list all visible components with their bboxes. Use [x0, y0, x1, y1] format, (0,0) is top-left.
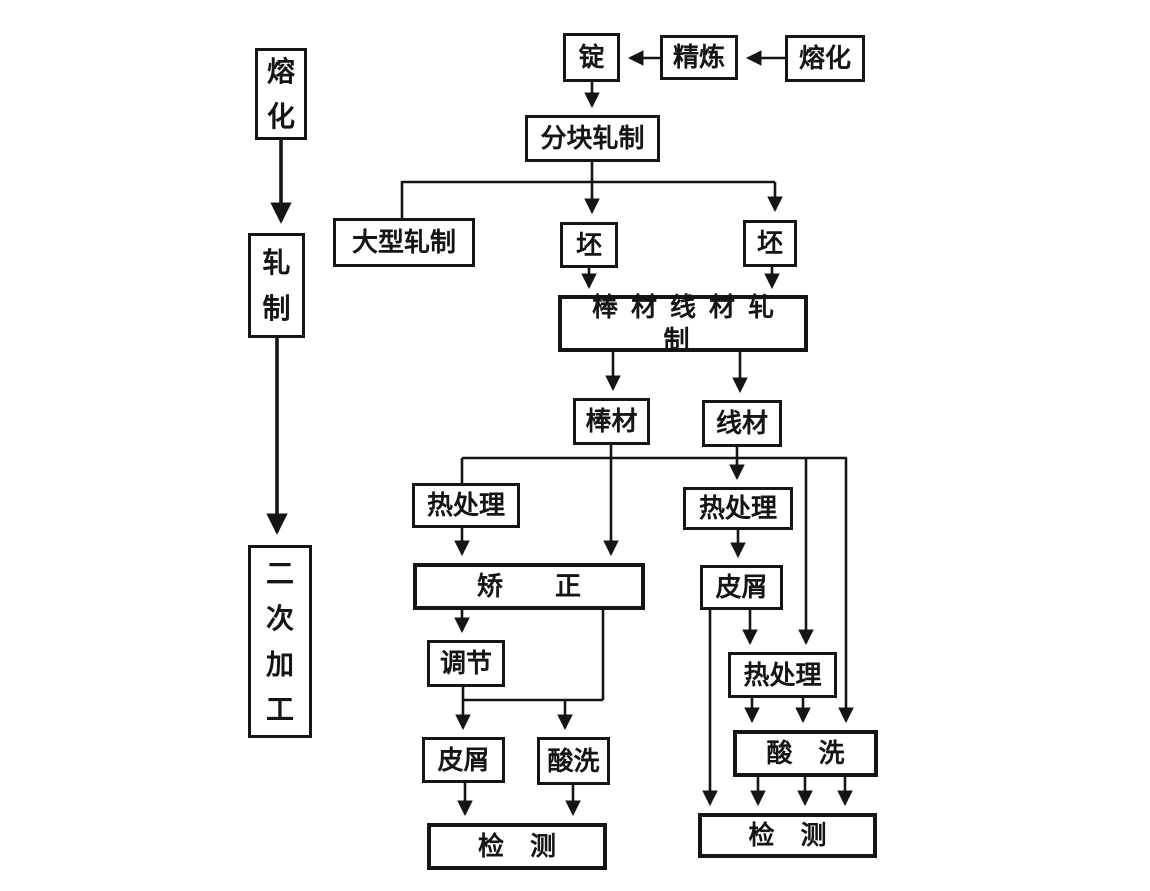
node-straightening: 矫 正	[413, 563, 645, 610]
node-heat-treatment-wire-2: 热处理	[728, 652, 837, 698]
node-bar: 棒材	[573, 398, 650, 445]
node-wire: 线材	[702, 400, 782, 447]
node-scalping-wire: 皮屑	[700, 565, 783, 610]
node-secondary-processing: 二 次 加 工	[248, 545, 312, 738]
node-pickling-bar: 酸洗	[537, 737, 610, 785]
node-large-section-rolling: 大型轧制	[333, 218, 475, 267]
node-adjusting: 调节	[427, 640, 505, 687]
node-inspection-bar: 检 测	[427, 823, 607, 870]
node-scalping-bar: 皮屑	[422, 737, 505, 783]
node-bar-wire-rolling: 棒材线材轧制	[558, 292, 808, 355]
node-melting: 熔化	[785, 35, 865, 82]
node-ingot: 锭	[563, 33, 620, 82]
node-refining: 精炼	[660, 35, 738, 80]
node-roll-side: 轧 制	[248, 233, 305, 338]
node-billet-right: 坯	[743, 220, 797, 267]
node-inspection-wire: 检 测	[698, 813, 877, 858]
node-melt-side: 熔 化	[255, 48, 307, 140]
node-billet-left: 坯	[560, 222, 618, 268]
node-bloom-rolling: 分块轧制	[525, 115, 660, 162]
node-heat-treatment-bar: 热处理	[412, 483, 520, 528]
node-pickling-wire: 酸 洗	[733, 730, 878, 777]
node-heat-treatment-wire: 热处理	[683, 487, 793, 530]
